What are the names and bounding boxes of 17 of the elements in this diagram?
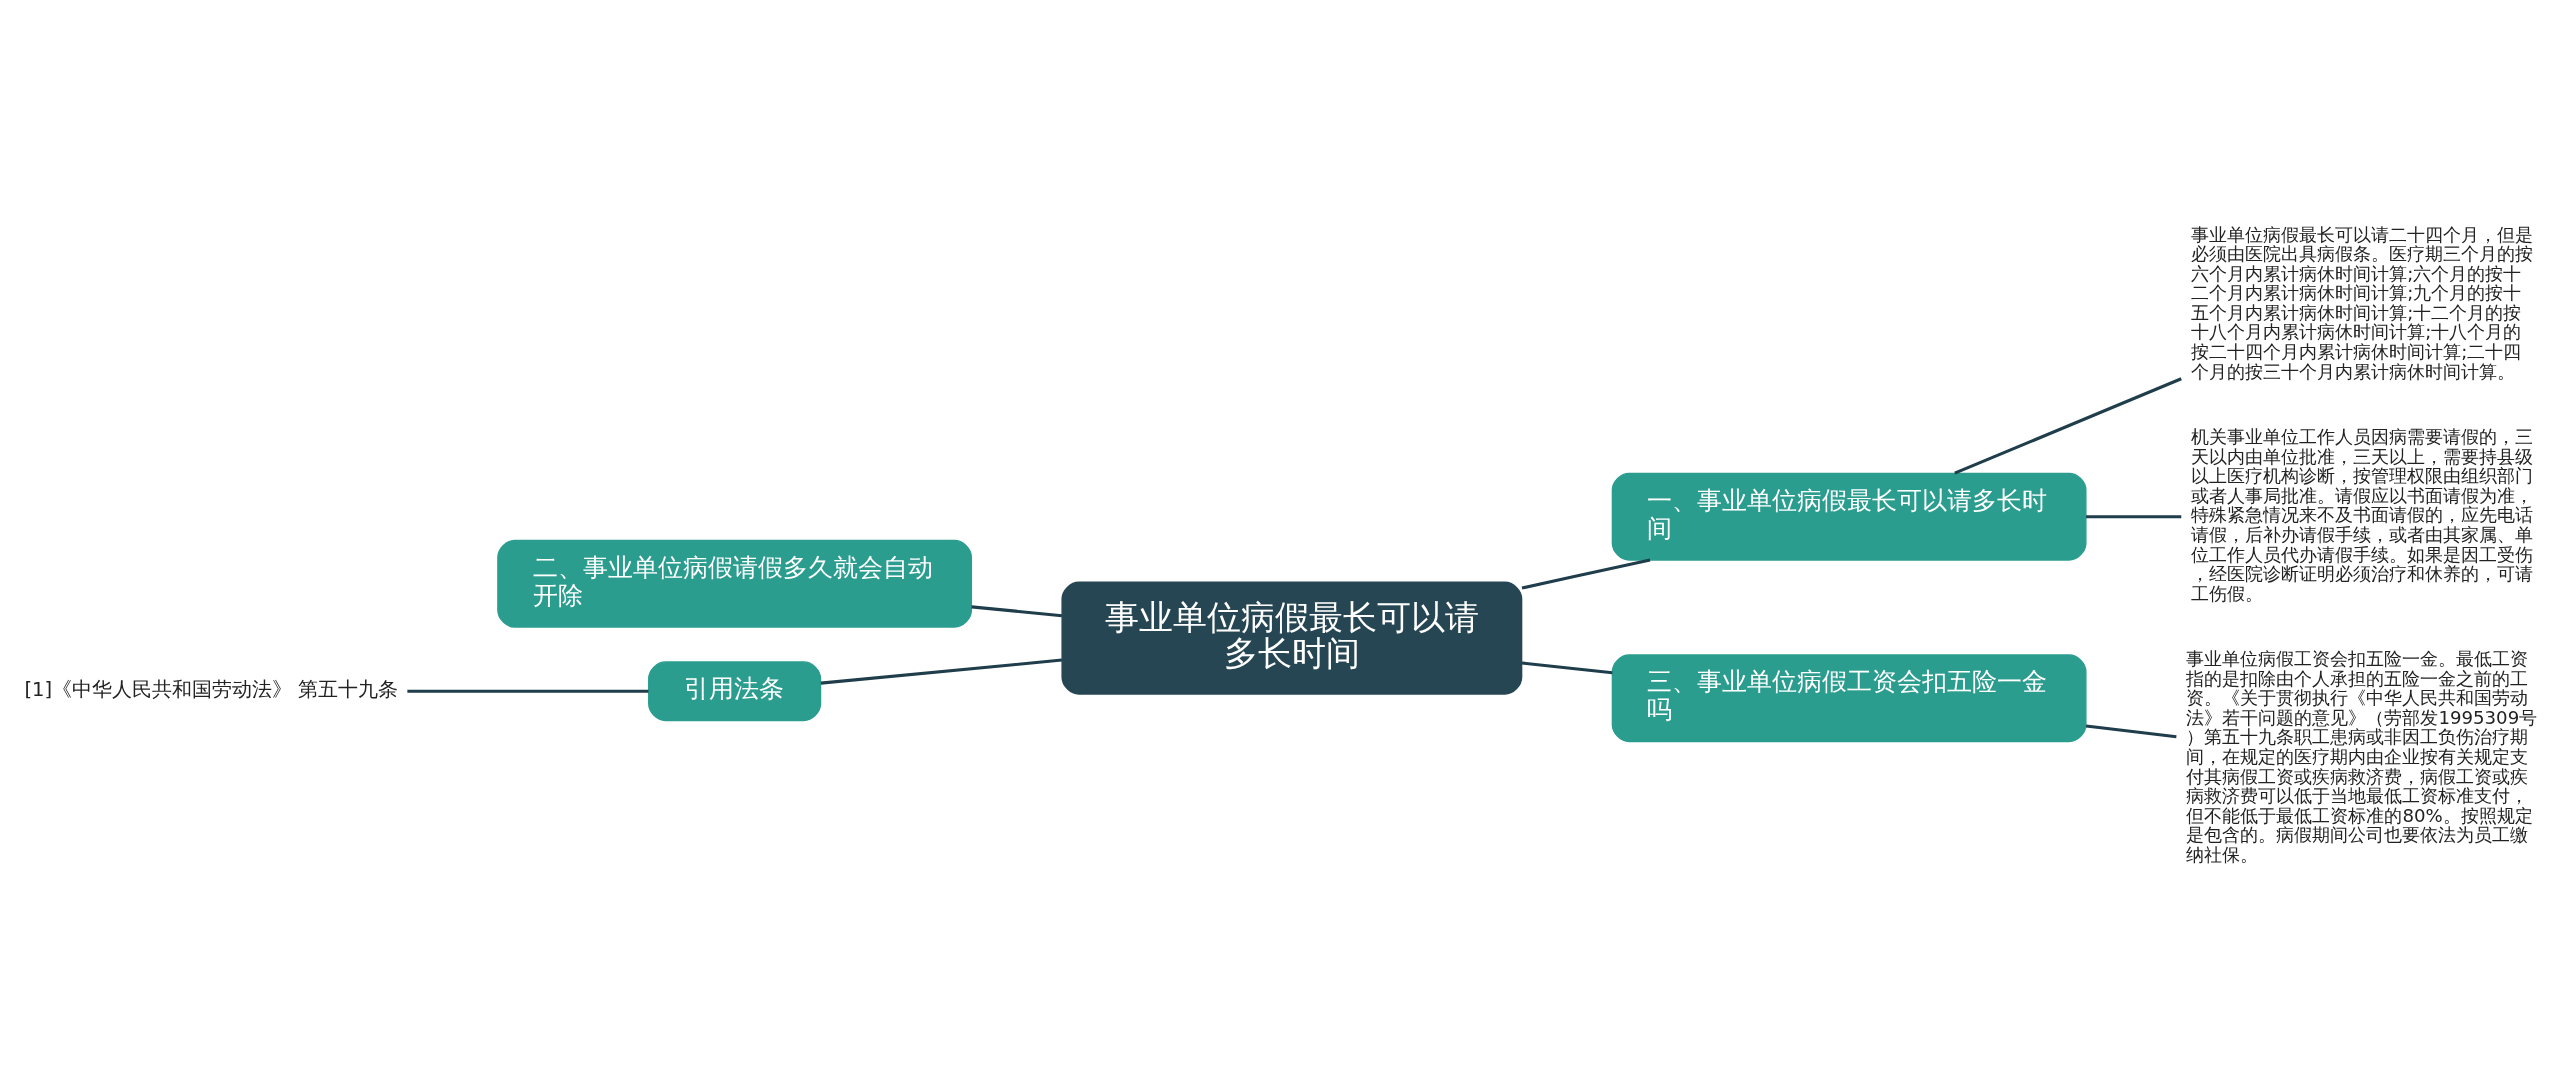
connector xyxy=(1954,376,2182,475)
connector xyxy=(1521,558,1651,590)
connector xyxy=(1521,660,1613,674)
node-text: 事业单位病假工资会扣五险一金。最低工资指的是扣除由个人承担的五险一金之前的工资。《关于贯彻执行《中华人民共和国劳动法》若干问题的意见》（劳部发1995309号）第五十九条职工患病或非因工负伤治疗期间，在规定的医疗期内由企业按有关规定支付其病假工资或疾病救济费，病假工资或疾病救济费可以低于当地最低工资标准支付，但不能低于最低工资标准的80%。按照规定是包含的。病假期间公司也要依法为员工缴纳社保。 xyxy=(2186,647,2538,865)
node-text: 事业单位病假最长可以请二十四个月，但是必须由医院出具病假条。医疗期三个月的按六个月内累计病休时间计算;六个月的按十二个月内累计病休时间计算;九个月的按十五个月内累计病休时间计算;十二个月的按十八个月内累计病休时间计算;十八个月的按二十四个月内累计病休时间计算;二十四个月的按三十个月内累计病休时间计算。 xyxy=(2191,223,2534,382)
node-box: 事业单位病假最长可以请多长时间 xyxy=(1061,581,1523,695)
connector xyxy=(2085,724,2177,738)
node-text: 机关事业单位工作人员因病需要请假的，三天以内由单位批准，三天以上，需要持县级以上医疗机构诊断，按管理权限由组织部门或者人事局批准。请假应以书面请假为准，特殊紧急情况来不及书面请假的，应先电话请假，后补办请假手续，或者由其家属、单位工作人员代办请假手续。如果是因工受伤，经医院诊断证明必须治疗和休养的，可请工伤假。 xyxy=(2191,425,2534,604)
connector xyxy=(407,689,649,693)
node-box: 二、事业单位病假请假多久就会自动开除 xyxy=(497,539,973,628)
node-text: [1]《中华人民共和国劳动法》 第五十九条 xyxy=(24,677,399,701)
connector xyxy=(971,604,1063,617)
connector xyxy=(2086,514,2182,518)
node-box: 引用法条 xyxy=(648,660,822,721)
node-box: 一、事业单位病假最长可以请多长时间 xyxy=(1611,472,2087,561)
node-box: 三、事业单位病假工资会扣五险一金吗 xyxy=(1611,653,2087,742)
connector xyxy=(820,658,1063,685)
